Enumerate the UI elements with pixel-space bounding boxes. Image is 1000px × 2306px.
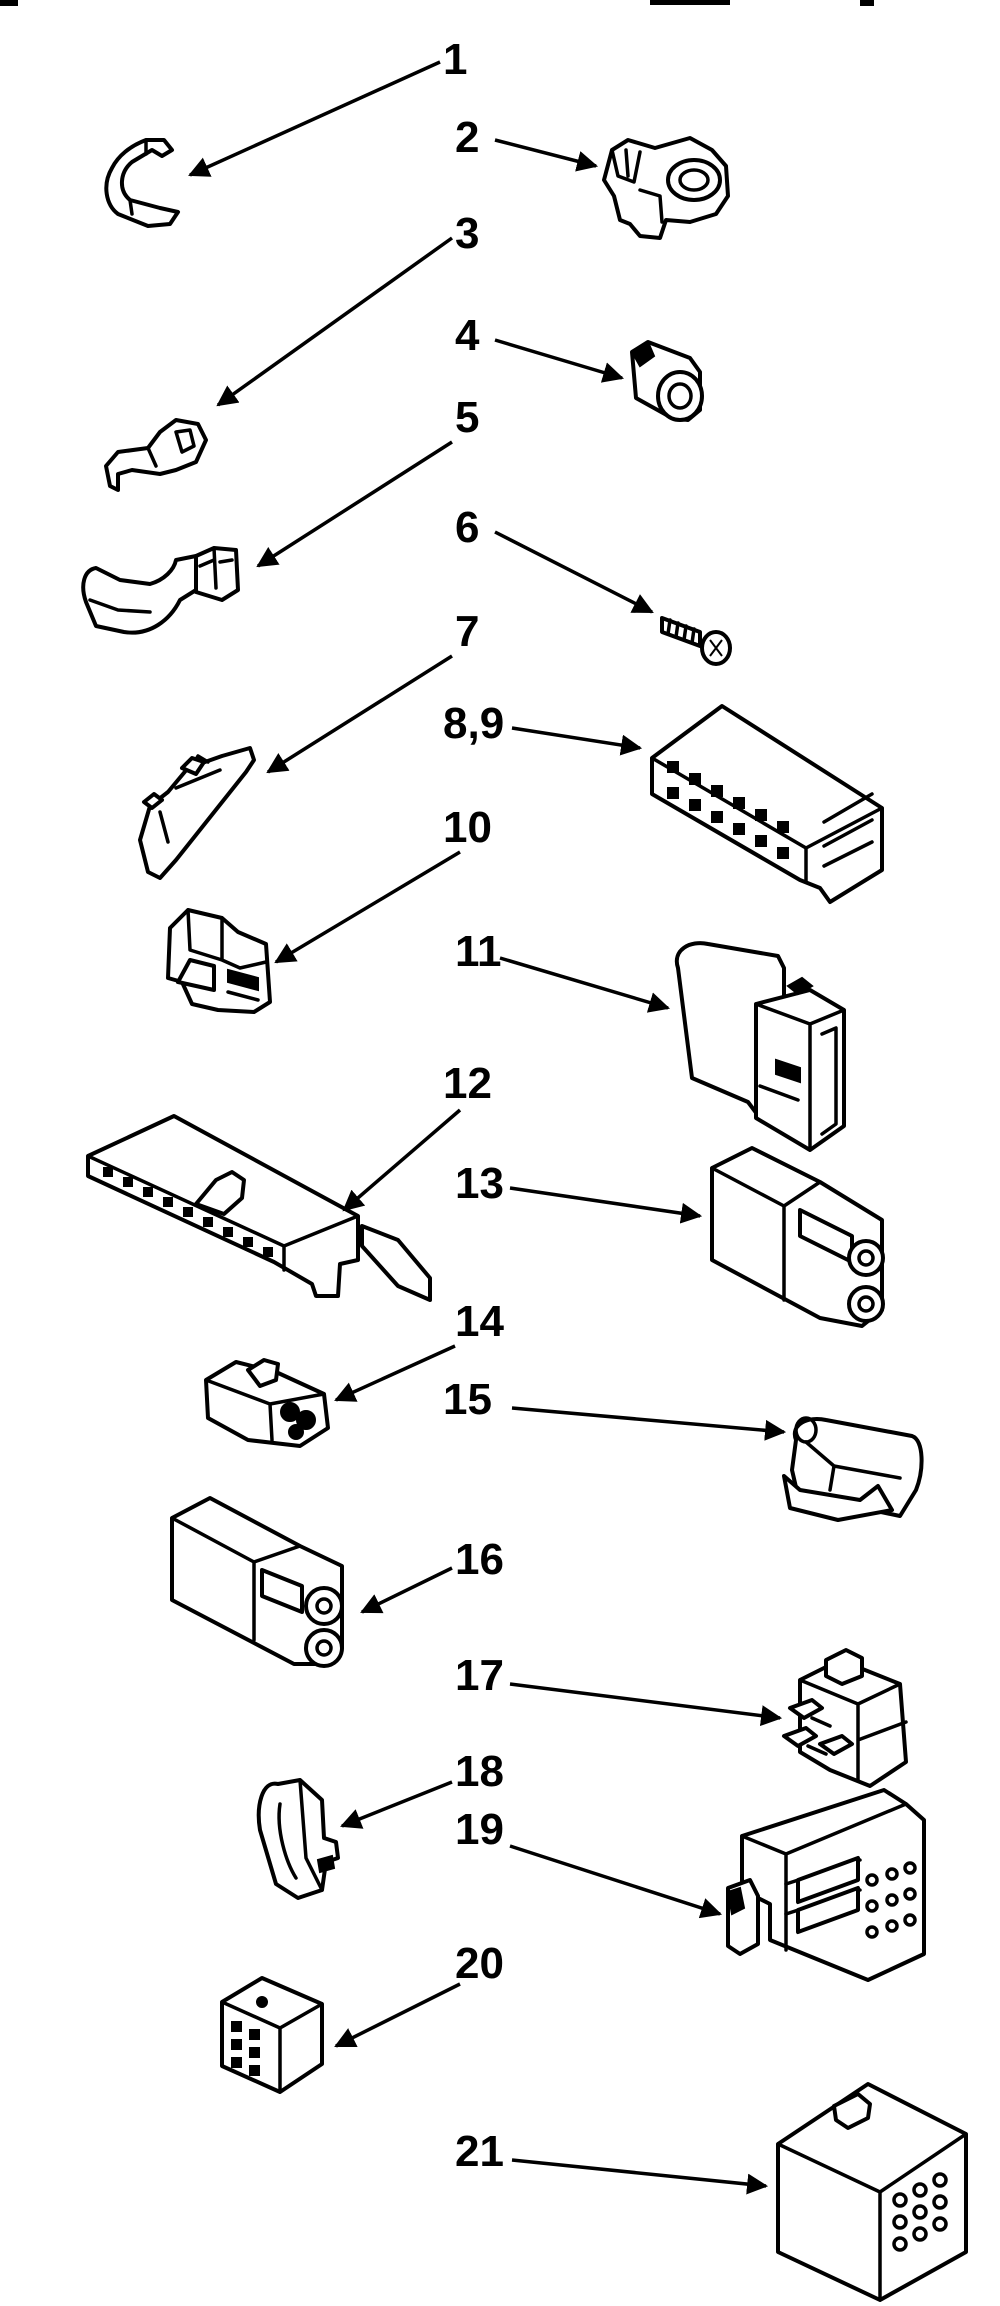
part-7-latch-strip bbox=[138, 746, 256, 880]
part-3-bracket-clip bbox=[104, 418, 208, 492]
leader-12 bbox=[342, 1108, 462, 1212]
part-4-grommet-ring bbox=[630, 340, 704, 422]
part-12-terminal-strip bbox=[86, 1114, 432, 1302]
part-12-pin-cavities bbox=[103, 1167, 273, 1257]
leader-21 bbox=[511, 2158, 769, 2195]
top-edge-mark-mid bbox=[650, 0, 730, 5]
leader-7 bbox=[266, 654, 453, 774]
part-21-pin-cavities bbox=[892, 2172, 948, 2252]
part-11-plug-housing bbox=[674, 941, 846, 1152]
callout-15: 15 bbox=[443, 1375, 492, 1424]
part-18-retainer-clip bbox=[256, 1778, 340, 1900]
top-edge-mark-left bbox=[0, 0, 18, 6]
callout-6: 6 bbox=[455, 503, 479, 552]
callout-5: 5 bbox=[455, 393, 479, 442]
part-13-connector-housing bbox=[710, 1146, 885, 1328]
callout-12: 12 bbox=[443, 1059, 492, 1108]
part-21-cube-connector bbox=[776, 2082, 968, 2302]
part-2-cable-clamp bbox=[602, 136, 730, 240]
callout-21: 21 bbox=[455, 2127, 504, 2176]
part-8-9-pin-cavities bbox=[667, 761, 789, 859]
leader-14 bbox=[334, 1344, 456, 1402]
callout-10: 10 bbox=[443, 803, 492, 852]
part-6-screw bbox=[660, 616, 732, 666]
leader-8-9 bbox=[511, 726, 643, 756]
callout-7: 7 bbox=[455, 607, 479, 656]
callout-3: 3 bbox=[455, 209, 479, 258]
leader-6 bbox=[494, 530, 654, 614]
part-20-pin-cavities bbox=[231, 2021, 260, 2076]
part-8-9-connector-housing bbox=[650, 704, 884, 904]
callout-14: 14 bbox=[455, 1297, 504, 1346]
part-15-sleeve-clip bbox=[782, 1416, 924, 1522]
leader-2 bbox=[494, 138, 599, 172]
callout-8-9: 8,9 bbox=[443, 699, 504, 748]
part-19-multi-cavity-connector bbox=[726, 1788, 926, 1982]
leader-17 bbox=[509, 1682, 783, 1727]
leader-10 bbox=[274, 850, 461, 964]
leader-16 bbox=[360, 1566, 453, 1614]
part-17-block-connector bbox=[782, 1648, 908, 1788]
part-14-small-plug bbox=[204, 1358, 330, 1448]
leader-20 bbox=[334, 1982, 461, 2048]
callout-16: 16 bbox=[455, 1535, 504, 1584]
leader-15 bbox=[511, 1406, 787, 1441]
part-20-small-block-connector bbox=[220, 1976, 324, 2094]
leader-4 bbox=[494, 338, 625, 383]
part-1-wire-clip bbox=[104, 138, 180, 228]
leader-19 bbox=[509, 1844, 722, 1919]
callout-13: 13 bbox=[455, 1159, 504, 1208]
leader-3 bbox=[216, 236, 454, 407]
leader-1 bbox=[188, 60, 441, 177]
callout-17: 17 bbox=[455, 1651, 504, 1700]
leader-11 bbox=[499, 956, 671, 1013]
callout-20: 20 bbox=[455, 1939, 504, 1988]
callout-1: 1 bbox=[443, 35, 467, 84]
callout-4: 4 bbox=[455, 311, 480, 360]
part-16-two-pin-connector bbox=[170, 1496, 344, 1668]
callout-18: 18 bbox=[455, 1747, 504, 1796]
top-edge-mark-right bbox=[860, 0, 874, 6]
leader-13 bbox=[509, 1186, 703, 1224]
leader-5 bbox=[256, 440, 453, 568]
part-5-strap-clamp bbox=[81, 546, 240, 635]
leader-18 bbox=[340, 1780, 453, 1829]
callout-2: 2 bbox=[455, 113, 479, 162]
callout-19: 19 bbox=[455, 1805, 504, 1854]
callout-11: 11 bbox=[455, 927, 502, 976]
part-10-small-connector bbox=[166, 908, 272, 1014]
part-19-pin-cavities bbox=[865, 1861, 917, 1939]
